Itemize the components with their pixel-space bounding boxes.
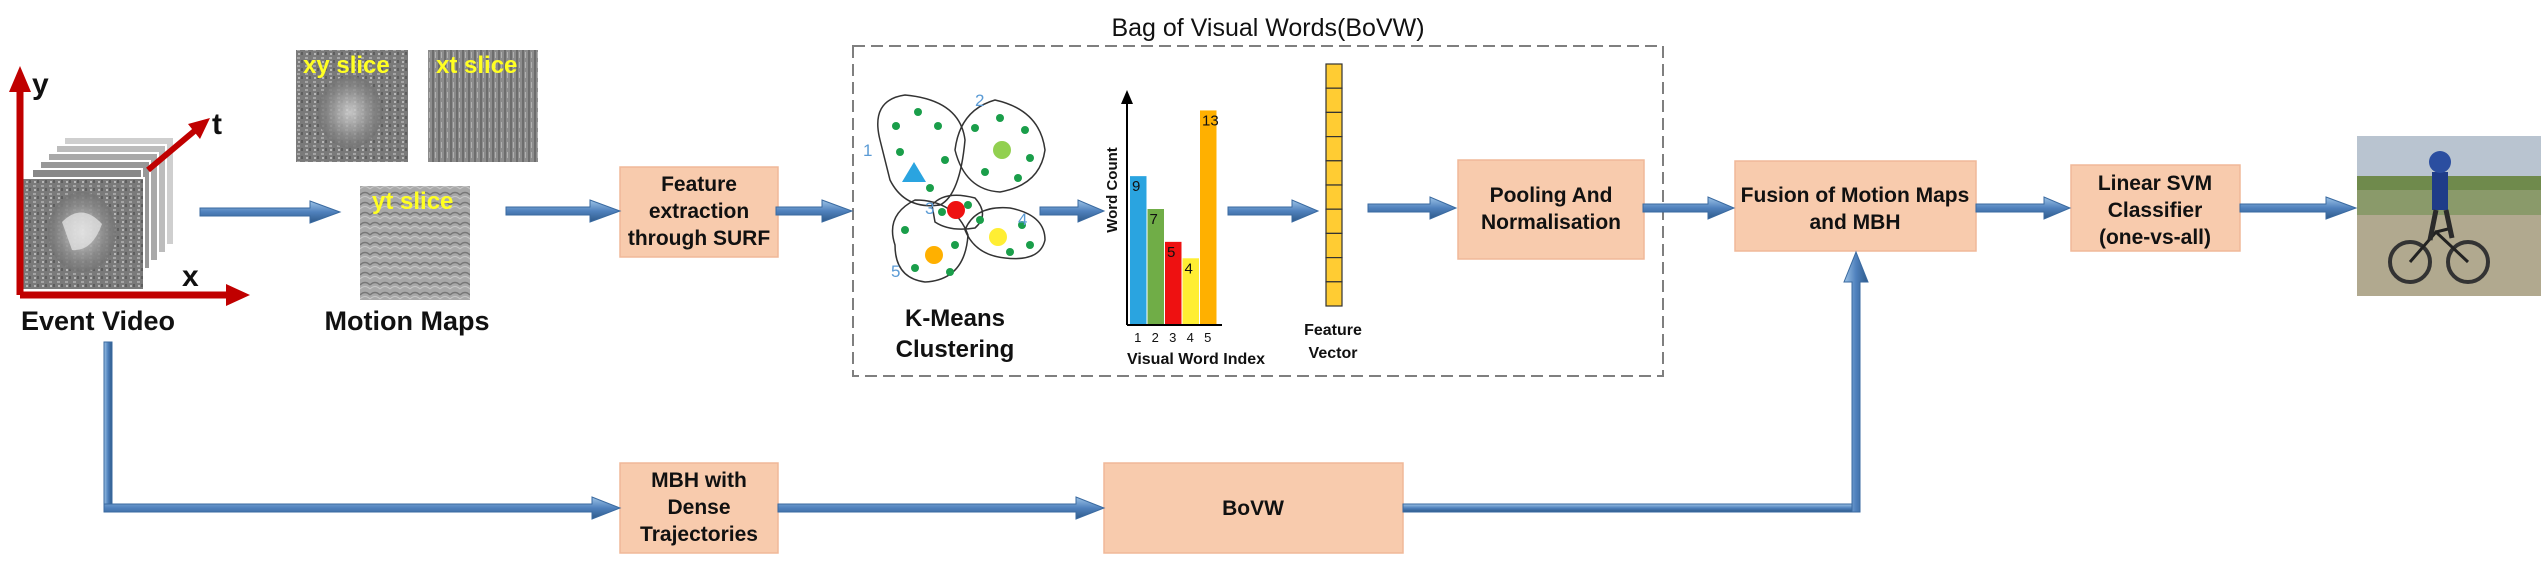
- feature-vector-cell: [1325, 111, 1343, 138]
- bovw-box: BoVW: [1103, 462, 1404, 554]
- feature-vector-cell: [1325, 281, 1343, 307]
- feature-vector-cell: [1325, 232, 1343, 259]
- feature-vector-label-line-1: Feature: [1304, 322, 1362, 339]
- fusion-line-2: and MBH: [1810, 211, 1901, 234]
- mbh-box: MBH with Dense Trajectories: [619, 462, 779, 554]
- chart-bar-4: [1182, 258, 1199, 324]
- chart-value-label-4: 4: [1185, 260, 1193, 277]
- svm-box: Linear SVM Classifier (one-vs-all): [2070, 164, 2241, 252]
- chart-x-axis-label: Visual Word Index: [1127, 351, 1265, 368]
- cluster-number-2: 2: [975, 91, 984, 110]
- svm-line-1: Linear SVM: [2098, 172, 2212, 195]
- feature-vector-cell: [1325, 136, 1343, 162]
- cluster-number-3: 3: [925, 199, 934, 218]
- feature-vector-cell: [1325, 208, 1343, 234]
- chart-value-label-2: 7: [1150, 211, 1158, 228]
- xt-slice-image: [428, 50, 538, 162]
- feature-vector-cell: [1325, 257, 1343, 283]
- mbh-line-1: MBH with: [651, 469, 747, 492]
- arrow-up-to-fusion: [1843, 250, 1869, 513]
- xy-slice-label: xy slice: [303, 52, 390, 79]
- feature-vector: [1325, 63, 1343, 307]
- output-bike-rider-image: [2357, 136, 2541, 296]
- cluster-number-5: 5: [891, 262, 900, 281]
- motion-maps-label: Motion Maps: [325, 306, 490, 336]
- event-video-label: Event Video: [21, 306, 175, 336]
- chart-tick-label-2: 2: [1152, 330, 1159, 345]
- chart-bar-5: [1200, 110, 1217, 324]
- arrow-maps-to-feature: [505, 199, 622, 223]
- xy-slice-image: [296, 50, 408, 162]
- chart-y-axis-label: Word Count: [1104, 147, 1121, 233]
- mbh-line-2: Dense: [667, 496, 730, 519]
- arrow-pooling-to-fusion: [1642, 196, 1736, 220]
- cluster-number-4: 4: [1018, 210, 1027, 229]
- axis-y-label: y: [32, 68, 49, 101]
- chart-tick-label-3: 3: [1169, 330, 1176, 345]
- axis-t-label: t: [212, 108, 222, 141]
- arrow-mbh-to-bovw: [777, 496, 1106, 520]
- chart-value-label-1: 9: [1132, 178, 1140, 195]
- svm-line-3: (one-vs-all): [2099, 226, 2211, 249]
- arrow-to-mbh: [103, 496, 622, 520]
- fusion-box: Fusion of Motion Maps and MBH: [1734, 160, 1977, 252]
- event-video-stack: [21, 136, 175, 291]
- feature-vector-cell: [1325, 87, 1343, 113]
- arrow-chart-to-vector: [1227, 199, 1320, 223]
- pooling-line-2: Normalisation: [1481, 211, 1621, 234]
- yt-slice-image: [360, 186, 470, 300]
- arrow-fusion-to-svm: [1975, 196, 2072, 220]
- chart-bar-3: [1165, 241, 1182, 324]
- pooling-box: Pooling And Normalisation: [1457, 159, 1645, 260]
- feature-vector-label-line-2: Vector: [1309, 345, 1358, 362]
- svm-line-2: Classifier: [2108, 199, 2203, 222]
- feature-vector-cell: [1325, 160, 1343, 186]
- chart-value-label-3: 5: [1167, 244, 1175, 261]
- arrow-kmeans-to-chart: [1039, 199, 1106, 223]
- kmeans-label-line-1: K-Means: [905, 305, 1005, 332]
- xt-slice-label: xt slice: [436, 52, 517, 79]
- kmeans-cluster-illustration: [877, 94, 1046, 283]
- cluster-number-1: 1: [863, 141, 872, 160]
- yt-slice-label: yt slice: [372, 188, 453, 215]
- chart-bar-1: [1130, 176, 1147, 324]
- arrow-video-down: [103, 341, 113, 508]
- chart-value-label-5: 13: [1202, 112, 1219, 129]
- axis-x-label: x: [182, 260, 199, 293]
- arrow-svm-to-output: [2239, 196, 2358, 220]
- chart-tick-label-5: 5: [1204, 330, 1211, 345]
- feature-extraction-line-2: extraction: [649, 200, 749, 223]
- arrow-bovw-right: [1402, 503, 1861, 513]
- arrow-video-to-maps: [199, 200, 342, 224]
- pooling-line-1: Pooling And: [1490, 184, 1613, 207]
- feature-vector-cell: [1325, 184, 1343, 210]
- mbh-line-3: Trajectories: [640, 523, 758, 546]
- chart-bar-2: [1147, 209, 1164, 324]
- feature-extraction-line-1: Feature: [661, 173, 737, 196]
- chart-tick-label-1: 1: [1134, 330, 1141, 345]
- feature-vector-cell: [1325, 63, 1343, 89]
- bovw-title: Bag of Visual Words(BoVW): [1111, 14, 1424, 42]
- bovw-box-label: BoVW: [1222, 497, 1284, 520]
- flow-arrows: [103, 196, 2358, 520]
- arrow-vector-to-pooling: [1367, 196, 1458, 220]
- chart-y-axis-arrow: [1121, 90, 1133, 104]
- feature-extraction-line-3: through SURF: [628, 227, 770, 250]
- fusion-line-1: Fusion of Motion Maps: [1741, 184, 1970, 207]
- chart-tick-label-4: 4: [1187, 330, 1194, 345]
- feature-extraction-box: Feature extraction through SURF: [619, 166, 779, 258]
- kmeans-label-line-2: Clustering: [896, 336, 1015, 363]
- arrow-feature-to-kmeans: [775, 199, 854, 223]
- video-axes: [9, 66, 250, 306]
